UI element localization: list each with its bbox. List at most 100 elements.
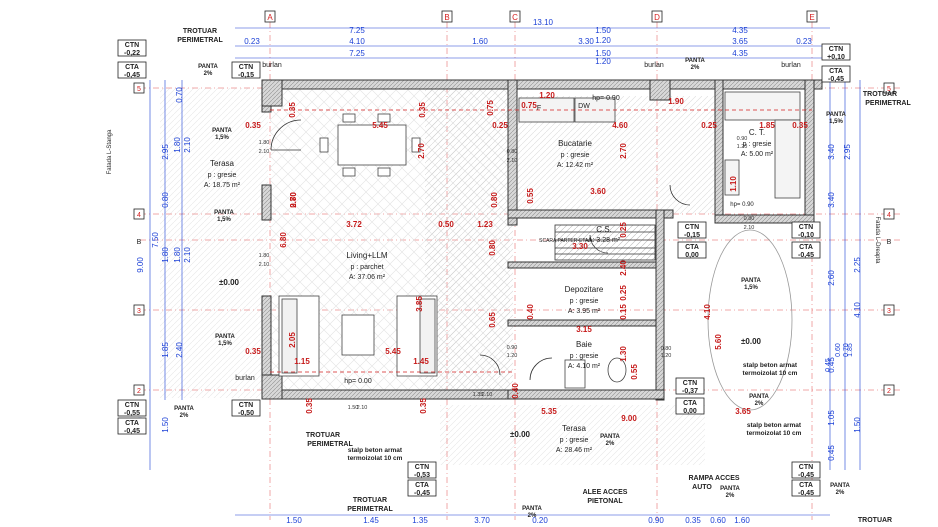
slope-label: PANTA [749, 394, 769, 400]
dim-interior: 1.90 [668, 97, 684, 106]
hp-label: hp= 0.00 [344, 378, 372, 385]
dim-interior: 1.85 [759, 121, 775, 130]
slope-value: 2% [755, 401, 764, 407]
level-label: CTA [829, 68, 843, 75]
level-label: CTN [799, 224, 813, 231]
window-dim: 1.80 [259, 140, 270, 146]
slope-label: PANTA [720, 486, 740, 492]
walls [261, 79, 823, 401]
dim-interior: 0.15 [619, 304, 628, 320]
level-box [117, 417, 147, 435]
slope-value: 2% [528, 513, 537, 519]
dim-interior: 9.00 [621, 414, 637, 423]
dim-interior: 2.70 [289, 192, 298, 208]
dim-interior: 5.60 [714, 334, 723, 350]
dim-right: 1.85 [847, 343, 854, 357]
dim-right: 4.10 [853, 302, 862, 318]
room-floor: p : gresie [743, 141, 772, 148]
level-box [407, 479, 437, 497]
room-area: A: 3.95 m² [568, 308, 601, 315]
level-value: -0,45 [414, 490, 430, 497]
room-floor: p : gresie [561, 152, 590, 159]
window-dim: 2.10 [259, 262, 270, 268]
dim-right: 2.60 [827, 270, 836, 286]
burlan-label: burlan [262, 62, 282, 69]
grid-bubble [806, 10, 818, 23]
room-name: Terasa [210, 159, 235, 168]
level-value: -0,45 [124, 428, 140, 435]
hp-label: hp= 0.90 [592, 95, 620, 102]
window-dim: 2.10 [482, 392, 493, 398]
level-value: -0,15 [684, 232, 700, 239]
level-label: CTN [239, 64, 253, 71]
dim-interior: 0.35 [792, 121, 808, 130]
grid-row-label: 4 [887, 212, 891, 219]
dim-bottom: 1.50 [286, 516, 302, 525]
dim-interior: 0.35 [418, 102, 427, 118]
level-value: -0,50 [238, 410, 254, 417]
level-label: CTN [683, 380, 697, 387]
dimension-lines [149, 27, 861, 516]
dim-left: 2.95 [161, 144, 170, 160]
hp-label: hp= 0.90 [730, 202, 754, 208]
dim-right: 2.95 [843, 144, 852, 160]
window-dim: 2.10 [357, 405, 368, 411]
dim-interior: 0.50 [438, 220, 454, 229]
grid-bubble [133, 82, 145, 94]
dim-top: 4.10 [349, 37, 365, 46]
dim-top: 1.50 [595, 26, 611, 35]
dim-top: 0.23 [796, 37, 812, 46]
dim-interior: 2.70 [619, 143, 628, 159]
grid-column-label: B [444, 13, 449, 22]
dim-interior: 5.45 [385, 347, 401, 356]
grid-row-label: 4 [137, 212, 141, 219]
burlan-label: burlan [235, 375, 255, 382]
grid-bubble [509, 10, 521, 23]
dim-interior: 2.05 [288, 332, 297, 348]
dim-interior: 4.10 [703, 304, 712, 320]
dim-interior: 1.23 [477, 220, 493, 229]
dim-interior: 0.25 [701, 121, 717, 130]
room-name: Baie [576, 340, 593, 349]
level-label: CTA [683, 400, 697, 407]
furniture [278, 91, 801, 411]
dim-left: 7.50 [151, 232, 160, 248]
trotuar-label: TROTUAR [353, 497, 387, 504]
level-value: -0,45 [798, 252, 814, 259]
stalp-label: stalp beton armat [747, 422, 802, 429]
dim-interior: 1.30 [619, 346, 628, 362]
dim-left: 9.00 [136, 257, 145, 273]
zero-level: ±0.00 [510, 430, 531, 439]
level-label: CTA [799, 482, 813, 489]
stalp-label: stalp beton armat [743, 362, 798, 369]
dim-bottom: 1.35 [412, 516, 428, 525]
window-dim: 1.50 [348, 405, 359, 411]
dim-interior: 0.80 [490, 192, 499, 208]
room-area: A: 28.46 m² [556, 447, 593, 454]
dim-interior: 0.35 [245, 121, 261, 130]
level-label: CTN [829, 46, 843, 53]
dim-interior: 0.25 [492, 121, 508, 130]
stalp-label: termoizolat 10 cm [743, 370, 798, 377]
dim-interior: 5.45 [372, 121, 388, 130]
room-name: Terasa [562, 424, 587, 433]
slope-value: 2% [606, 441, 615, 447]
level-box [407, 461, 437, 479]
level-box [117, 61, 147, 79]
level-value: +0,10 [827, 54, 845, 61]
room-area: A: 4.10 m² [568, 363, 601, 370]
dim-interior: 0.55 [526, 188, 535, 204]
level-label: CTA [799, 244, 813, 251]
dim-interior: 0.40 [511, 383, 520, 399]
level-box [791, 241, 821, 259]
slope-label: PANTA [600, 434, 620, 440]
dim-interior: 0.75 [521, 101, 537, 110]
stalp-label: termoizolat 10 cm [747, 430, 802, 437]
alee-label: ALEE ACCES [583, 489, 628, 496]
window-dim: 1.80 [259, 253, 270, 259]
grid-row-label: 5 [137, 86, 141, 93]
slope-label: PANTA [174, 406, 194, 412]
dim-left: 1.50 [161, 417, 170, 433]
